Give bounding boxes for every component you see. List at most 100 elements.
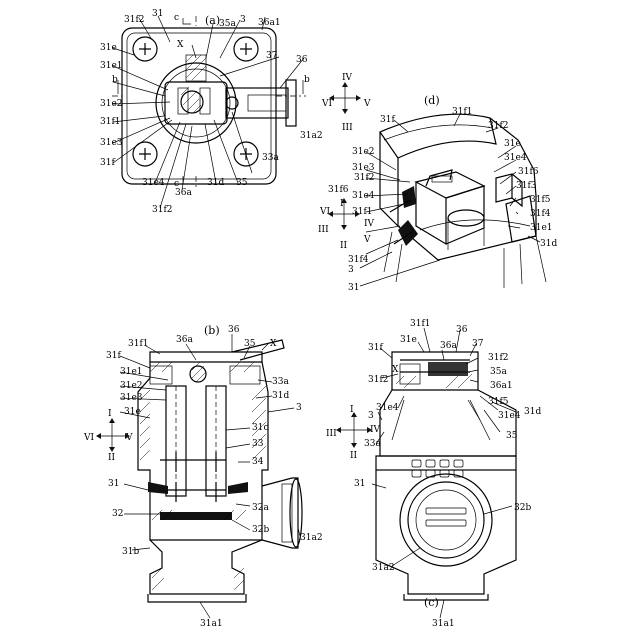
label-b-19: 34 [252, 457, 264, 467]
label-c-7: X [392, 365, 399, 375]
figure-b-section-view: (b) 31f1 36a 36 35 X [83, 324, 323, 629]
label-a-14: 31e2 [100, 99, 123, 109]
label-c-1: 36 [456, 325, 468, 335]
label-a-3: 35a [219, 19, 236, 29]
label-c-3: 36a [440, 341, 457, 351]
label-d-17: IV [364, 219, 375, 229]
label-d-25: 31 [348, 283, 359, 293]
label-d-7: 31f6 [518, 167, 539, 177]
label-a-0: 31f2 [124, 15, 145, 25]
label-b-18: II [108, 453, 116, 463]
label-d-5: 31e4 [504, 153, 527, 163]
label-b-23: 32b [252, 525, 269, 535]
label-b-15: VI [83, 433, 94, 443]
label-d-1: 31f1 [452, 107, 473, 117]
label-d-23: 31f4 [348, 255, 369, 265]
label-d-19: III [318, 225, 329, 235]
label-d-24: 3 [348, 265, 354, 275]
label-a-26: 35 [236, 178, 248, 188]
label-a-12: IV [342, 73, 353, 83]
label-a-10: 31e1 [100, 61, 123, 71]
label-a-27: 31f2 [152, 205, 173, 215]
label-b-6: 31e1 [120, 367, 143, 377]
label-d-14: 31f4 [530, 209, 551, 219]
label-a-20: 31a2 [300, 131, 323, 141]
label-b-4: X [270, 339, 277, 349]
label-c-11: 31e4 [376, 403, 399, 413]
label-a-17: 31f1 [100, 117, 121, 127]
label-a-13: b [304, 75, 310, 85]
label-b-26: 31a1 [200, 619, 223, 629]
label-b-20: 31 [108, 479, 119, 489]
label-d-11: 31e4 [352, 191, 375, 201]
label-a-18: III [342, 123, 353, 133]
label-b-5: 31f [106, 351, 121, 361]
label-d-4: 31e2 [352, 147, 375, 157]
label-a-8: 37 [266, 51, 278, 61]
label-d-9: 31f3 [516, 181, 537, 191]
label-a-6: 31e [100, 43, 117, 53]
label-d-21: II [340, 241, 348, 251]
label-c-6: 31f2 [368, 375, 389, 385]
label-b-11: 3 [296, 403, 302, 413]
label-a-1: 31 [152, 9, 163, 19]
label-c-23: 32b [514, 503, 531, 513]
label-d-6: 31e3 [352, 163, 375, 173]
label-b-13: I [108, 409, 112, 419]
label-c-20: 33a [364, 439, 381, 449]
figure-c-front-view: (c) 31f1 36 31e [326, 319, 541, 629]
label-a-15: VI [321, 99, 332, 109]
label-b-14: 31c [252, 423, 269, 433]
label-b-2: 36 [228, 325, 240, 335]
label-b-24: 31a2 [300, 533, 323, 543]
figure-c-caption: (c) [424, 596, 439, 609]
label-b-12: 31e [124, 407, 141, 417]
label-b-25: 31b [122, 547, 139, 557]
label-d-16: VI [319, 207, 330, 217]
label-c-21: II [350, 451, 358, 461]
label-d-10: 31f6 [328, 185, 349, 195]
label-b-7: 33a [272, 377, 289, 387]
label-a-4: 3 [240, 15, 246, 25]
label-c-9: 31f2 [488, 353, 509, 363]
label-a-21: 31f [100, 158, 115, 168]
label-c-0: 31f1 [410, 319, 431, 329]
label-a-7: X [177, 40, 184, 50]
label-b-22: 32 [112, 509, 123, 519]
label-a-24: 36a [175, 188, 192, 198]
label-c-10: 36a1 [490, 381, 513, 391]
label-a-5: 36a1 [258, 18, 281, 28]
label-c-22: 31 [354, 479, 365, 489]
figure-d-perspective-view: (d) 31f 31f1 31f2 31e 31e2 31e4 31e3 [318, 94, 557, 293]
label-c-8: 35a [490, 367, 507, 377]
label-c-14: 3 [368, 411, 374, 421]
figure-d-caption: (d) [424, 94, 440, 107]
label-a-19: 31e3 [100, 138, 123, 148]
label-d-3: 31e [504, 139, 521, 149]
label-c-19: 35 [506, 431, 518, 441]
label-b-17: 33 [252, 439, 264, 449]
label-c-24: 31a2 [372, 563, 395, 573]
label-a-9: 36 [296, 55, 308, 65]
label-d-22: V [363, 235, 371, 245]
label-c-13: 31d [524, 407, 541, 417]
label-b-10: 31e3 [120, 393, 143, 403]
label-c-17: III [326, 429, 337, 439]
figure-b-caption: (b) [204, 324, 220, 337]
label-a-25: 31d [207, 178, 224, 188]
label-b-3: 35 [244, 339, 256, 349]
label-c-2: 31e [400, 335, 417, 345]
label-a-2: c [174, 13, 179, 23]
label-d-18: 31e1 [530, 223, 553, 233]
label-d-0: 31f [380, 115, 395, 125]
label-c-12: 31f5 [488, 397, 509, 407]
label-b-1: 36a [176, 335, 193, 345]
label-d-20: 31d [540, 239, 557, 249]
label-b-9: 31d [272, 391, 289, 401]
label-a-28: c [174, 179, 179, 189]
label-d-2: 31f2 [488, 121, 509, 131]
label-c-5: 31f [368, 343, 383, 353]
label-c-25: 31a1 [432, 619, 455, 629]
label-a-11: b [112, 75, 118, 85]
